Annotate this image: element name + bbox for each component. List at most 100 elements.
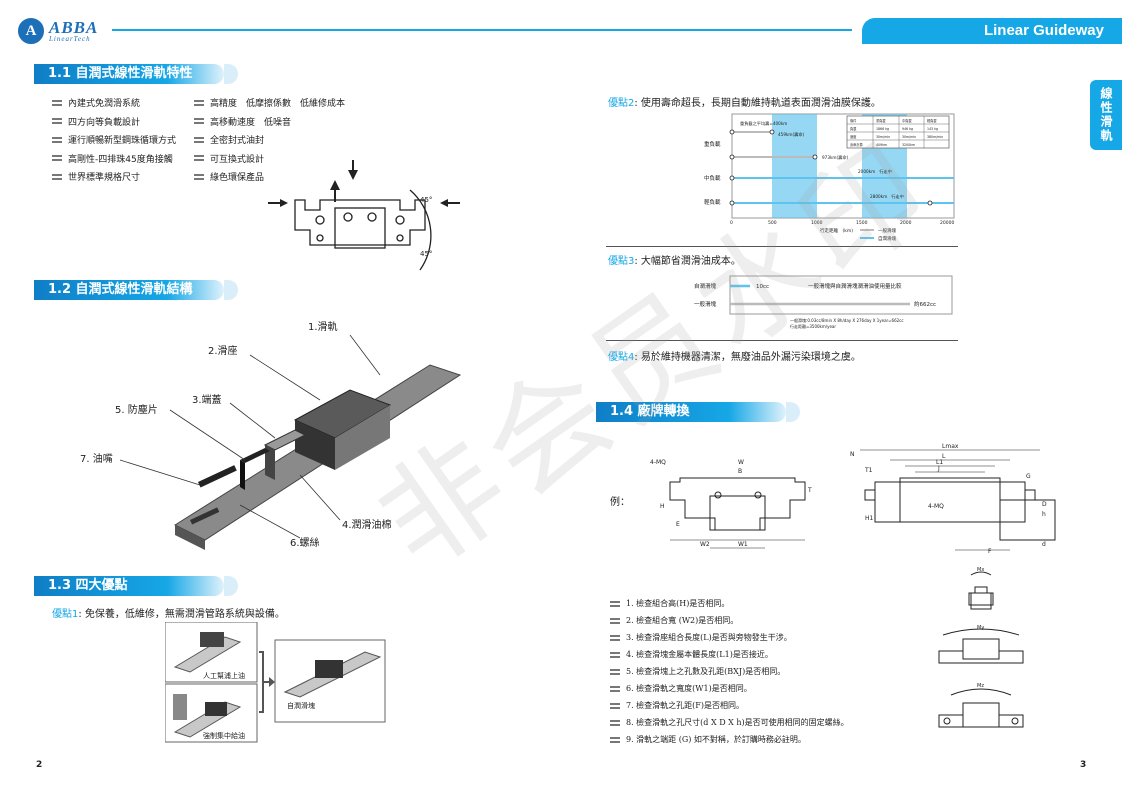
svg-text:4-MQ: 4-MQ xyxy=(928,503,944,510)
slider-section-diagram: 45° 45° xyxy=(268,160,460,271)
check-label: 2. 檢查組合寬 (W2)是否相同。 xyxy=(626,616,739,625)
label-manual-pump: 人工幫浦上油 xyxy=(203,671,245,680)
advantage-3: 優點3: 大幅節省潤滑油成本。 xyxy=(608,256,741,267)
svg-text:L: L xyxy=(942,453,946,460)
feature-right-item: 綠色環保產品 xyxy=(194,170,264,183)
svg-text:1500: 1500 xyxy=(856,220,868,226)
svg-text:中負載: 中負載 xyxy=(902,118,912,123)
check-item: 9. 滑軌之端距 (G) 如不對稱，於訂購時務必註明。 xyxy=(610,734,806,745)
part-label-oil-felt: 4.潤滑油棉 xyxy=(342,518,392,531)
header-rule xyxy=(112,29,852,31)
bullet-icon xyxy=(52,173,62,180)
divider-2 xyxy=(606,340,958,341)
svg-text:速度: 速度 xyxy=(850,134,857,139)
check-item: 1. 檢查組合高(H)是否相同。 xyxy=(610,598,729,609)
life-comparison-chart: 條件重負載 中負載 輕負載 負載 1866 kg 946 kg 143 kg 速度 30m/… xyxy=(704,113,955,242)
svg-text:2000km 行走中: 2000km 行走中 xyxy=(858,168,892,175)
svg-text:4-MQ: 4-MQ xyxy=(650,459,666,466)
svg-text:3200km: 3200km xyxy=(902,143,915,147)
bullet-icon xyxy=(610,634,620,641)
check-item: 8. 檢查滑軌之孔尺寸(d X D X h)是否可使用相同的固定螺絲。 xyxy=(610,717,849,728)
svg-text:W: W xyxy=(738,459,744,466)
svg-text:壽命計算: 壽命計算 xyxy=(850,142,864,147)
part-label-dust-seal: 5. 防塵片 xyxy=(115,403,158,416)
svg-text:行走距離=3500km/year: 行走距離=3500km/year xyxy=(790,323,836,329)
part-label-endcap: 3.端蓋 xyxy=(192,393,222,406)
check-label: 4. 檢查滑塊金屬本體長度(L1)是否接近。 xyxy=(626,650,773,659)
svg-text:G: G xyxy=(1026,473,1031,480)
svg-text:自潤滑塊: 自潤滑塊 xyxy=(878,235,896,242)
bullet-icon xyxy=(610,600,620,607)
check-item: 6. 檢查滑軌之寬度(W1)是否相同。 xyxy=(610,683,752,694)
example-label: 例： xyxy=(610,497,630,508)
section-title-1-3: 1.3 四大優點 xyxy=(34,576,238,596)
svg-text:30m/min: 30m/min xyxy=(902,135,916,139)
oil-cost-chart: 自潤滑塊 一般滑塊 10cc 一般滑塊與自潤滑塊潤滑油使用量比較 約662cc … xyxy=(694,275,953,329)
label-central-lube: 強制集中給油 xyxy=(203,731,245,740)
svg-text:My: My xyxy=(977,625,984,631)
divider-1 xyxy=(606,246,958,247)
part-label-screw: 6.螺絲 xyxy=(290,536,320,549)
svg-text:T1: T1 xyxy=(864,467,873,474)
svg-text:Mz: Mz xyxy=(977,683,984,689)
bullet-icon xyxy=(610,617,620,624)
svg-text:條件: 條件 xyxy=(850,118,857,123)
dimension-drawings: 4-MQ W B H E W2 W1 T Lmax L L1 J N G T1 … xyxy=(650,443,1056,555)
bullet-icon xyxy=(610,702,620,709)
bullet-icon xyxy=(52,155,62,161)
side-tab[interactable]: 線性滑軌 xyxy=(1090,80,1122,150)
bullet-icon xyxy=(194,136,204,143)
bullet-icon xyxy=(52,99,62,106)
feature-left-label: 世界標準規格尺寸 xyxy=(68,173,141,183)
abba-logo-icon: A xyxy=(18,18,44,44)
svg-text:負載: 負載 xyxy=(850,126,857,131)
svg-text:946 kg: 946 kg xyxy=(902,127,913,131)
feature-right-item: 可互換式設計 xyxy=(194,152,264,165)
check-label: 7. 檢查滑軌之孔距(F)是否相同。 xyxy=(626,701,744,710)
svg-text:973km(壽命): 973km(壽命) xyxy=(822,154,849,161)
check-item: 4. 檢查滑塊金屬本體長度(L1)是否接近。 xyxy=(610,649,773,660)
svg-text:約662cc: 約662cc xyxy=(914,300,936,308)
feature-right-label: 全密封式油封 xyxy=(210,136,265,146)
label-self-lube-block: 自潤滑塊 xyxy=(287,701,315,710)
svg-text:D: D xyxy=(1042,501,1047,508)
header-bar xyxy=(862,18,1122,44)
feature-right-label: 可互換式設計 xyxy=(210,154,265,165)
svg-text:143 kg: 143 kg xyxy=(927,127,938,131)
angle-label-bottom: 45° xyxy=(420,250,432,258)
advantage-2: 優點2: 使用壽命超長，長期自動維持軌道表面潤滑油膜保護。 xyxy=(608,98,881,109)
svg-text:380m/min: 380m/min xyxy=(927,135,943,139)
feature-right-item: 高精度 低摩擦係數 低維修成本 xyxy=(194,96,345,109)
svg-text:行走距離 (km): 行走距離 (km) xyxy=(820,227,853,234)
svg-text:Mx: Mx xyxy=(977,567,984,573)
svg-text:W1: W1 xyxy=(738,541,748,548)
check-label: 1. 檢查組合高(H)是否相同。 xyxy=(626,599,730,608)
bullet-icon xyxy=(194,99,204,106)
svg-text:輕負載: 輕負載 xyxy=(927,118,937,123)
bullet-icon xyxy=(610,668,620,675)
svg-text:30m/min: 30m/min xyxy=(876,135,890,139)
feature-right-label: 高精度 低摩擦係數 低維修成本 xyxy=(210,99,346,109)
check-label: 3. 檢查滑座組合長度(L)是否與旁物發生干涉。 xyxy=(626,633,792,642)
svg-text:1866 kg: 1866 kg xyxy=(876,127,889,131)
check-label: 9. 滑軌之端距 (G) 如不對稱，於訂購時務必註明。 xyxy=(626,735,806,744)
svg-text:重負載: 重負載 xyxy=(704,140,721,148)
check-label: 5. 檢查滑塊上之孔數及孔距(BXJ)是否相同。 xyxy=(626,667,786,676)
svg-text:1000: 1000 xyxy=(811,220,823,226)
feature-left-item: 四方向等負載設計 xyxy=(52,115,140,128)
page-number-left: 2 xyxy=(36,760,43,770)
svg-text:一般滑塊與自潤滑塊潤滑油使用量比較: 一般滑塊與自潤滑塊潤滑油使用量比較 xyxy=(808,282,902,290)
check-label: 6. 檢查滑軌之寬度(W1)是否相同。 xyxy=(626,684,752,693)
bullet-icon xyxy=(52,136,62,143)
svg-text:L1: L1 xyxy=(936,459,943,466)
svg-text:20000: 20000 xyxy=(940,220,954,226)
feature-left-item: 高剛性-四排珠45度角接觸 xyxy=(52,152,173,165)
feature-right-item: 全密封式油封 xyxy=(194,133,264,146)
svg-text:E: E xyxy=(676,521,680,528)
feature-right-label: 綠色環保產品 xyxy=(210,173,265,183)
bullet-icon xyxy=(610,685,620,692)
svg-text:H: H xyxy=(660,503,665,510)
structure-exploded-diagram: 1.滑軌 2.滑座 3.端蓋 5. 防塵片 7. 油嘴 4.潤滑油棉 6.螺絲 xyxy=(80,320,462,550)
brand-logo: A ABBA LinearTech xyxy=(18,16,148,46)
section-title-1-2: 1.2 自潤式線性滑軌結構 xyxy=(34,280,238,300)
